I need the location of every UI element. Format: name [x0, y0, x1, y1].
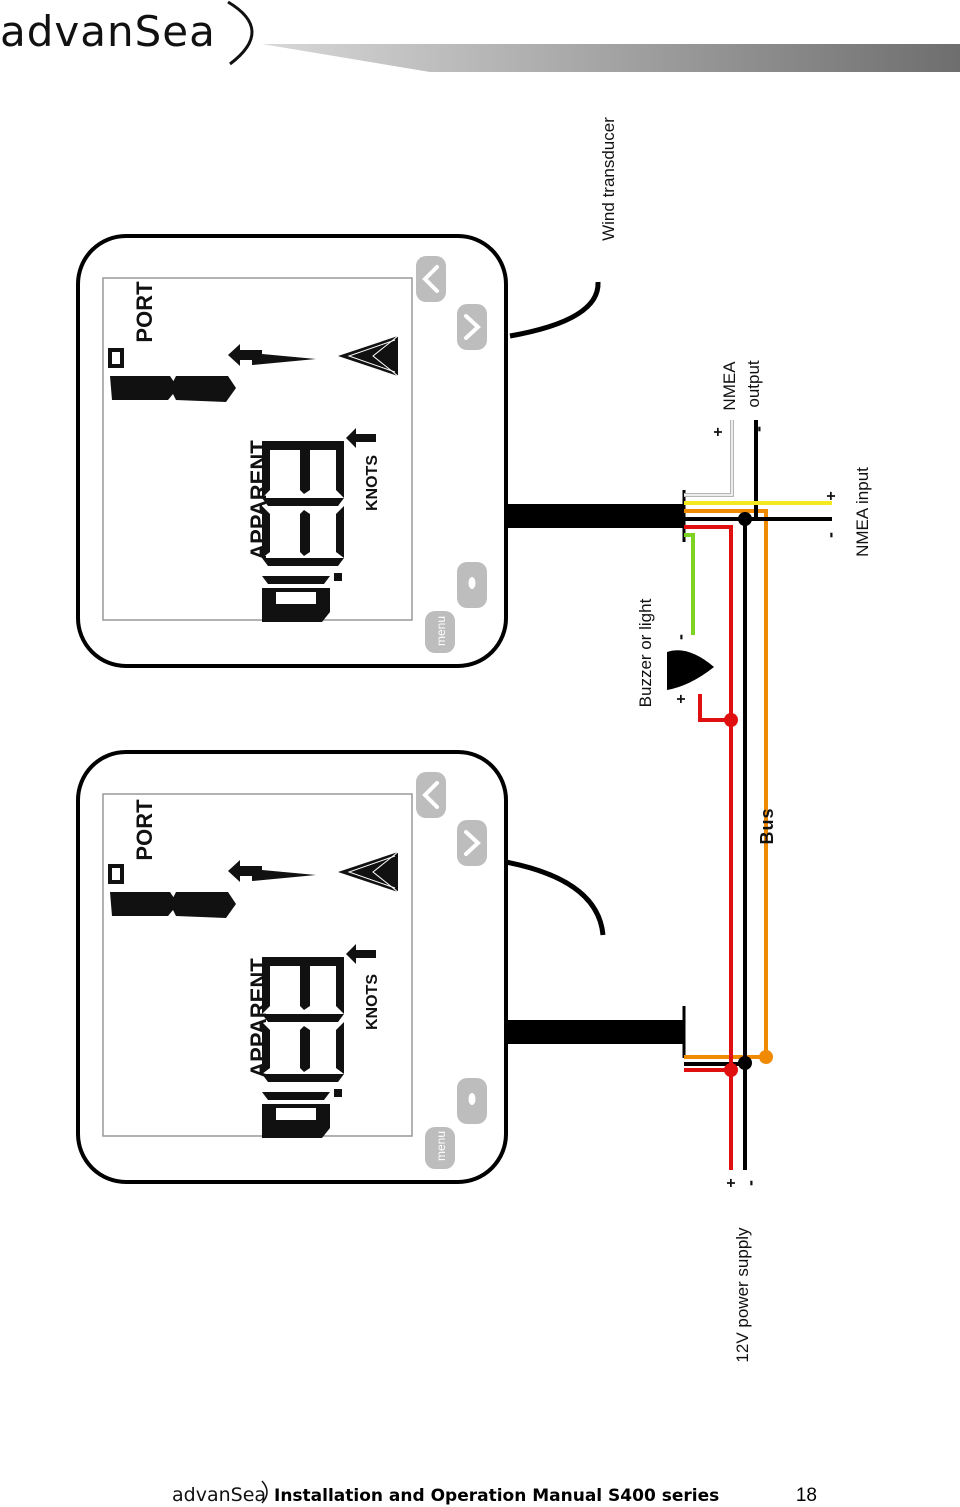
buzzer-label: Buzzer or light	[636, 598, 655, 707]
instrument-bottom-side: PORT	[132, 799, 157, 861]
buzzer-minus-wire	[684, 533, 695, 635]
instrument-top: APPARENT KNOTS PORT menu	[76, 234, 686, 668]
buzzer-plus: +	[673, 694, 690, 703]
junction-dots	[724, 512, 773, 1077]
instrument-bottom: APPARENT KNOTS PORT menu	[76, 750, 686, 1184]
menu-button-top[interactable]: menu	[434, 616, 448, 646]
nmea-output-minus: -	[748, 426, 768, 432]
menu-button-bottom[interactable]: menu	[434, 1131, 448, 1161]
buzzer-icon	[667, 650, 714, 690]
nmea-input-plus: +	[823, 491, 840, 500]
instrument-bottom-mode: APPARENT	[246, 958, 271, 1078]
power-supply-label: 12V power supply	[733, 1227, 752, 1363]
advansea-logo: advanSea	[0, 0, 254, 66]
instrument-top-side: PORT	[132, 281, 157, 343]
header-brand: advanSea	[0, 7, 216, 56]
power-plus: +	[723, 1178, 740, 1187]
power-minus: -	[740, 1180, 760, 1186]
transducer-cable-bottom	[505, 859, 606, 936]
buzzer-minus: -	[670, 634, 690, 640]
nmea-output-label-1: NMEA	[720, 361, 739, 411]
instrument-bottom-unit: KNOTS	[364, 974, 381, 1030]
red-power-wire	[684, 525, 733, 1072]
black-bus-wire	[684, 517, 747, 1066]
page-header: advanSea	[0, 0, 960, 72]
nmea-output-plus: +	[710, 427, 727, 436]
instrument-top-mode: APPARENT	[246, 440, 271, 560]
nmea-input-label: NMEA input	[853, 467, 872, 557]
instrument-top-unit: KNOTS	[364, 455, 381, 511]
footer-brand: advanSea	[172, 1484, 266, 1506]
wiring	[684, 420, 832, 1170]
nmea-output-label-2: output	[744, 360, 763, 408]
footer-logo: advanSea	[172, 1480, 268, 1506]
orange-bus-wire	[684, 509, 768, 1059]
wind-transducer-label: Wind transducer	[599, 117, 618, 241]
transducer-cable-top	[509, 281, 601, 339]
buzzer-plus-wire	[698, 694, 731, 722]
page-footer: advanSea Installation and Operation Manu…	[172, 1480, 817, 1506]
page-number: 18	[796, 1485, 817, 1506]
footer-title: Installation and Operation Manual S400 s…	[274, 1486, 719, 1506]
bus-label: Bus	[757, 807, 777, 844]
nmea-input-minus: -	[820, 532, 840, 538]
